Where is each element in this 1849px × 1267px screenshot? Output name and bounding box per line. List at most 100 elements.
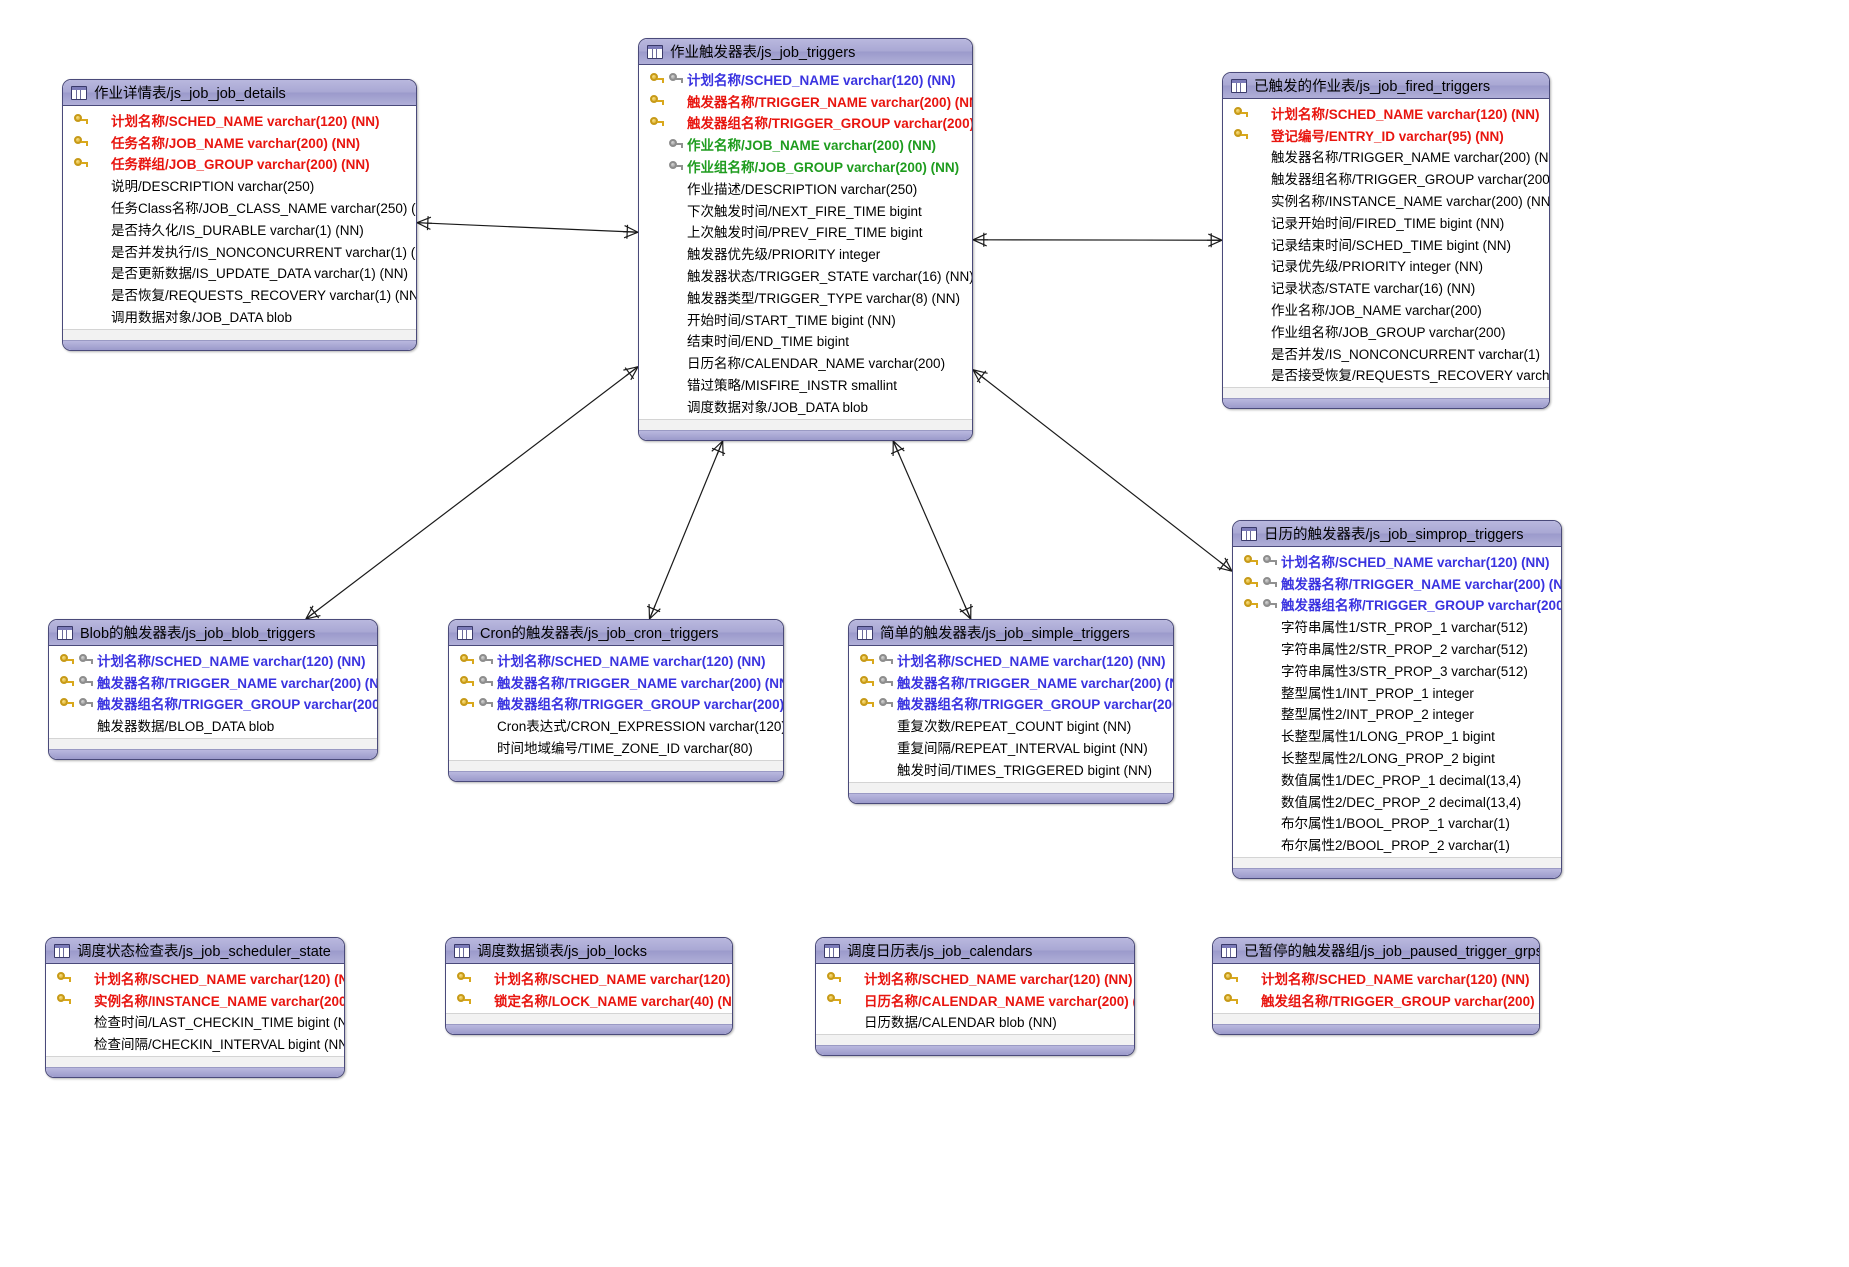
column-row[interactable]: Cron表达式/CRON_EXPRESSION varchar(120) (NN… [449,714,783,736]
entity-job_details[interactable]: 作业详情表/js_job_job_details 计划名称/SCHED_NAME … [62,79,417,351]
column-row[interactable]: 计划名称/SCHED_NAME varchar(120) (NN) [63,109,416,131]
column-row[interactable]: 整型属性2/INT_PROP_2 integer [1233,703,1561,725]
column-row[interactable]: 错过策略/MISFIRE_INSTR smallint [639,373,972,395]
entity-header-paused_trigger_grps[interactable]: 已暂停的触发器组/js_job_paused_trigger_grps [1213,938,1539,964]
column-row[interactable]: 触发器组名称/TRIGGER_GROUP varchar(200) (NN) [449,693,783,715]
entity-paused_trigger_grps[interactable]: 已暂停的触发器组/js_job_paused_trigger_grps 计划名称/… [1212,937,1540,1035]
column-row[interactable]: 说明/DESCRIPTION varchar(250) [63,174,416,196]
column-row[interactable]: 结束时间/END_TIME bigint [639,330,972,352]
entity-header-fired_triggers[interactable]: 已触发的作业表/js_job_fired_triggers [1223,73,1549,99]
column-row[interactable]: 长整型属性1/LONG_PROP_1 bigint [1233,724,1561,746]
column-row[interactable]: 是否并发/IS_NONCONCURRENT varchar(1) [1223,342,1549,364]
entity-header-triggers[interactable]: 作业触发器表/js_job_triggers [639,39,972,65]
column-row[interactable]: 触发器名称/TRIGGER_NAME varchar(200) (NN) [1223,146,1549,168]
column-row[interactable]: 计划名称/SCHED_NAME varchar(120) (NN) [46,967,344,989]
column-row[interactable]: 记录结束时间/SCHED_TIME bigint (NN) [1223,233,1549,255]
column-row[interactable]: 检查间隔/CHECKIN_INTERVAL bigint (NN) [46,1032,344,1054]
column-row[interactable]: 是否持久化/IS_DURABLE varchar(1) (NN) [63,218,416,240]
column-row[interactable]: 计划名称/SCHED_NAME varchar(120) (NN) [49,649,377,671]
column-row[interactable]: 下次触发时间/NEXT_FIRE_TIME bigint [639,199,972,221]
column-row[interactable]: 是否更新数据/IS_UPDATE_DATA varchar(1) (NN) [63,262,416,284]
column-row[interactable]: 长整型属性2/LONG_PROP_2 bigint [1233,746,1561,768]
entity-header-simprop_triggers[interactable]: 日历的触发器表/js_job_simprop_triggers [1233,521,1561,547]
column-row[interactable]: 任务名称/JOB_NAME varchar(200) (NN) [63,131,416,153]
column-row[interactable]: 计划名称/SCHED_NAME varchar(120) (NN) [1223,102,1549,124]
column-row[interactable]: 记录开始时间/FIRED_TIME bigint (NN) [1223,211,1549,233]
column-row[interactable]: 计划名称/SCHED_NAME varchar(120) (NN) [816,967,1134,989]
column-row[interactable]: 是否并发执行/IS_NONCONCURRENT varchar(1) (NN) [63,240,416,262]
column-row[interactable]: 触发器名称/TRIGGER_NAME varchar(200) (NN) [449,671,783,693]
column-row[interactable]: 触发器类型/TRIGGER_TYPE varchar(8) (NN) [639,286,972,308]
entity-triggers[interactable]: 作业触发器表/js_job_triggers 计划名称/SCHED_NAME va… [638,38,973,441]
column-row[interactable]: 字符串属性1/STR_PROP_1 varchar(512) [1233,615,1561,637]
column-row[interactable]: 触发器组名称/TRIGGER_GROUP varchar(200) (NN) [1233,594,1561,616]
column-row[interactable]: 计划名称/SCHED_NAME varchar(120) (NN) [449,649,783,671]
column-row[interactable]: 实例名称/INSTANCE_NAME varchar(200) (NN) [46,989,344,1011]
column-row[interactable]: 触发时间/TIMES_TRIGGERED bigint (NN) [849,758,1173,780]
entity-simprop_triggers[interactable]: 日历的触发器表/js_job_simprop_triggers 计划名称/SCHE… [1232,520,1562,880]
column-row[interactable]: 数值属性1/DEC_PROP_1 decimal(13,4) [1233,768,1561,790]
entity-header-calendars[interactable]: 调度日历表/js_job_calendars [816,938,1134,964]
column-row[interactable]: 触发器名称/TRIGGER_NAME varchar(200) (NN) [639,90,972,112]
column-row[interactable]: 触发器名称/TRIGGER_NAME varchar(200) (NN) [49,671,377,693]
column-row[interactable]: 实例名称/INSTANCE_NAME varchar(200) (NN) [1223,189,1549,211]
column-row[interactable]: 整型属性1/INT_PROP_1 integer [1233,681,1561,703]
column-row[interactable]: 重复次数/REPEAT_COUNT bigint (NN) [849,714,1173,736]
column-row[interactable]: 触发器组名称/TRIGGER_GROUP varchar(200) (NN) [639,112,972,134]
column-row[interactable]: 日历名称/CALENDAR_NAME varchar(200) [639,351,972,373]
column-row[interactable]: 任务Class名称/JOB_CLASS_NAME varchar(250) (N… [63,196,416,218]
column-row[interactable]: 记录优先级/PRIORITY integer (NN) [1223,255,1549,277]
column-row[interactable]: 是否恢复/REQUESTS_RECOVERY varchar(1) (NN) [63,283,416,305]
column-row[interactable]: 作业名称/JOB_NAME varchar(200) [1223,298,1549,320]
column-row[interactable]: 作业组名称/JOB_GROUP varchar(200) [1223,320,1549,342]
column-row[interactable]: 触发器名称/TRIGGER_NAME varchar(200) (NN) [849,671,1173,693]
column-row[interactable]: 作业组名称/JOB_GROUP varchar(200) (NN) [639,155,972,177]
column-row[interactable]: 作业名称/JOB_NAME varchar(200) (NN) [639,133,972,155]
column-row[interactable]: 触发器状态/TRIGGER_STATE varchar(16) (NN) [639,264,972,286]
column-row[interactable]: 开始时间/START_TIME bigint (NN) [639,308,972,330]
column-row[interactable]: 登记编号/ENTRY_ID varchar(95) (NN) [1223,124,1549,146]
entity-header-scheduler_state[interactable]: 调度状态检查表/js_job_scheduler_state [46,938,344,964]
column-row[interactable]: 记录状态/STATE varchar(16) (NN) [1223,276,1549,298]
entity-header-simple_triggers[interactable]: 简单的触发器表/js_job_simple_triggers [849,620,1173,646]
column-row[interactable]: 触发组名称/TRIGGER_GROUP varchar(200) (NN) [1213,989,1539,1011]
entity-header-job_details[interactable]: 作业详情表/js_job_job_details [63,80,416,106]
entity-cron_triggers[interactable]: Cron的触发器表/js_job_cron_triggers 计划名称/SCHED… [448,619,784,782]
column-row[interactable]: 日历名称/CALENDAR_NAME varchar(200) (NN) [816,989,1134,1011]
column-row[interactable]: 日历数据/CALENDAR blob (NN) [816,1011,1134,1033]
column-row[interactable]: 计划名称/SCHED_NAME varchar(120) (NN) [446,967,732,989]
column-row[interactable]: 布尔属性1/BOOL_PROP_1 varchar(1) [1233,812,1561,834]
entity-calendars[interactable]: 调度日历表/js_job_calendars 计划名称/SCHED_NAME va… [815,937,1135,1057]
column-row[interactable]: 计划名称/SCHED_NAME varchar(120) (NN) [1233,550,1561,572]
column-row[interactable]: 作业描述/DESCRIPTION varchar(250) [639,177,972,199]
column-row[interactable]: 字符串属性2/STR_PROP_2 varchar(512) [1233,637,1561,659]
column-row[interactable]: 触发器组名称/TRIGGER_GROUP varchar(200) (NN) [1223,167,1549,189]
column-row[interactable]: 时间地域编号/TIME_ZONE_ID varchar(80) [449,736,783,758]
column-row[interactable]: 计划名称/SCHED_NAME varchar(120) (NN) [849,649,1173,671]
entity-header-blob_triggers[interactable]: Blob的触发器表/js_job_blob_triggers [49,620,377,646]
column-row[interactable]: 锁定名称/LOCK_NAME varchar(40) (NN) [446,989,732,1011]
entity-blob_triggers[interactable]: Blob的触发器表/js_job_blob_triggers 计划名称/SCHED… [48,619,378,761]
entity-scheduler_state[interactable]: 调度状态检查表/js_job_scheduler_state 计划名称/SCHED… [45,937,345,1079]
column-row[interactable]: 上次触发时间/PREV_FIRE_TIME bigint [639,221,972,243]
column-row[interactable]: 调度数据对象/JOB_DATA blob [639,395,972,417]
column-row[interactable]: 字符串属性3/STR_PROP_3 varchar(512) [1233,659,1561,681]
column-row[interactable]: 计划名称/SCHED_NAME varchar(120) (NN) [1213,967,1539,989]
column-row[interactable]: 触发器组名称/TRIGGER_GROUP varchar(200) (NN) [849,693,1173,715]
column-row[interactable]: 调用数据对象/JOB_DATA blob [63,305,416,327]
entity-header-locks[interactable]: 调度数据锁表/js_job_locks [446,938,732,964]
column-row[interactable]: 计划名称/SCHED_NAME varchar(120) (NN) [639,68,972,90]
column-row[interactable]: 检查时间/LAST_CHECKIN_TIME bigint (NN) [46,1011,344,1033]
column-row[interactable]: 触发器数据/BLOB_DATA blob [49,714,377,736]
entity-header-cron_triggers[interactable]: Cron的触发器表/js_job_cron_triggers [449,620,783,646]
entity-simple_triggers[interactable]: 简单的触发器表/js_job_simple_triggers 计划名称/SCHED… [848,619,1174,804]
column-row[interactable]: 重复间隔/REPEAT_INTERVAL bigint (NN) [849,736,1173,758]
entity-fired_triggers[interactable]: 已触发的作业表/js_job_fired_triggers 计划名称/SCHED_… [1222,72,1550,410]
column-row[interactable]: 触发器名称/TRIGGER_NAME varchar(200) (NN) [1233,572,1561,594]
column-row[interactable]: 触发器组名称/TRIGGER_GROUP varchar(200) (NN) [49,693,377,715]
entity-locks[interactable]: 调度数据锁表/js_job_locks 计划名称/SCHED_NAME varch… [445,937,733,1035]
column-row[interactable]: 是否接受恢复/REQUESTS_RECOVERY varchar(1) [1223,364,1549,386]
column-row[interactable]: 任务群组/JOB_GROUP varchar(200) (NN) [63,153,416,175]
column-row[interactable]: 触发器优先级/PRIORITY integer [639,242,972,264]
column-row[interactable]: 布尔属性2/BOOL_PROP_2 varchar(1) [1233,833,1561,855]
